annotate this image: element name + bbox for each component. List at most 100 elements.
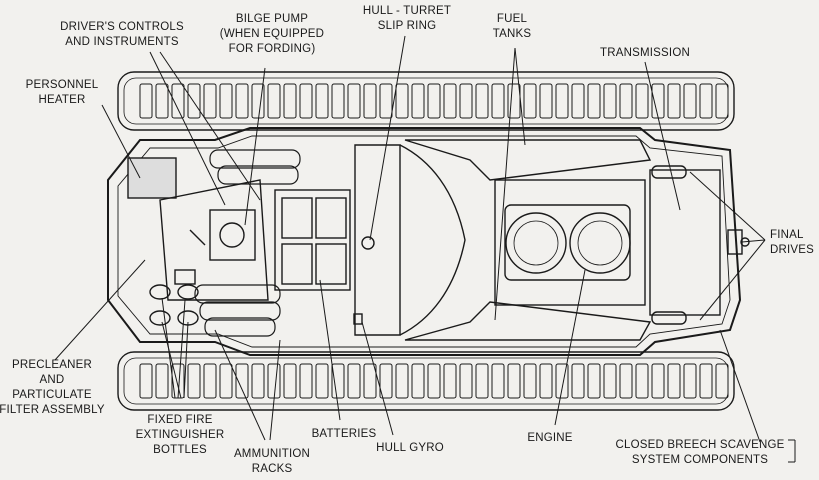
track-segment [619, 83, 633, 119]
track-segment [539, 83, 553, 119]
track-segment [315, 83, 329, 119]
track-segment [219, 83, 233, 119]
track-segment [523, 363, 537, 399]
track-segment [571, 83, 585, 119]
track-segment [283, 363, 297, 399]
track-segment [187, 83, 201, 119]
track-segment [667, 83, 681, 119]
track-segment [155, 363, 169, 399]
track-segment [587, 363, 601, 399]
track-segment [683, 363, 697, 399]
track-segment [299, 83, 313, 119]
track-segment [395, 83, 409, 119]
label-transmission: TRANSMISSION [600, 47, 690, 59]
track-segment [363, 363, 377, 399]
personnel-heater-box [127, 157, 177, 199]
fire-extinguisher-bottles [149, 284, 199, 326]
track-segment [715, 83, 729, 119]
track-segment [331, 363, 345, 399]
transmission [649, 165, 750, 325]
drivers-compartment [159, 179, 269, 301]
track-segment [699, 363, 713, 399]
track-segment [427, 363, 441, 399]
track-segment [363, 83, 377, 119]
track-segment [683, 83, 697, 119]
hull-outline [107, 127, 742, 356]
track-segment [379, 83, 393, 119]
leader-lines [54, 35, 796, 463]
track-segment [635, 83, 649, 119]
track-segment [411, 83, 425, 119]
track-segment [235, 363, 249, 399]
track-segment [347, 83, 361, 119]
engine [494, 179, 646, 306]
label-hull-gyro: HULL GYRO [376, 442, 444, 454]
track-segment [475, 83, 489, 119]
ammunition-racks [194, 149, 301, 337]
track-segment [475, 363, 489, 399]
track-segment [491, 363, 505, 399]
track-segment [203, 83, 217, 119]
top-track [117, 71, 735, 131]
track-segment [443, 363, 457, 399]
track-segment [603, 363, 617, 399]
track-segment [427, 83, 441, 119]
bottom-track [117, 351, 735, 411]
fuel-tanks [404, 139, 652, 341]
track-segment [139, 83, 153, 119]
label-batteries: BATTERIES [312, 428, 377, 440]
track-segment [251, 83, 265, 119]
track-segment [555, 83, 569, 119]
track-segment [379, 363, 393, 399]
track-segment [395, 363, 409, 399]
track-segment [715, 363, 729, 399]
track-segment [523, 83, 537, 119]
track-segment [587, 83, 601, 119]
track-segment [459, 83, 473, 119]
hull-inner [117, 135, 731, 348]
track-segment [235, 83, 249, 119]
track-segment [507, 363, 521, 399]
track-segment [571, 363, 585, 399]
track-segment [443, 83, 457, 119]
track-segment [347, 363, 361, 399]
track-segment [667, 363, 681, 399]
track-segment [603, 83, 617, 119]
track-segment [267, 83, 281, 119]
track-segment [171, 83, 185, 119]
track-segment [491, 83, 505, 119]
track-segment [203, 363, 217, 399]
track-segment [299, 363, 313, 399]
track-segment [651, 363, 665, 399]
track-segment [539, 363, 553, 399]
track-segment [187, 363, 201, 399]
track-segment [635, 363, 649, 399]
label-engine: ENGINE [527, 432, 572, 444]
track-segment [459, 363, 473, 399]
batteries [274, 189, 351, 291]
track-segment [411, 363, 425, 399]
turret-ring [353, 144, 466, 336]
track-segment [555, 363, 569, 399]
track-segment [331, 83, 345, 119]
track-segment [139, 363, 153, 399]
track-segment [155, 83, 169, 119]
track-segment [699, 83, 713, 119]
track-segment [219, 363, 233, 399]
track-segment [619, 363, 633, 399]
track-segment [283, 83, 297, 119]
track-segment [251, 363, 265, 399]
track-segment [267, 363, 281, 399]
